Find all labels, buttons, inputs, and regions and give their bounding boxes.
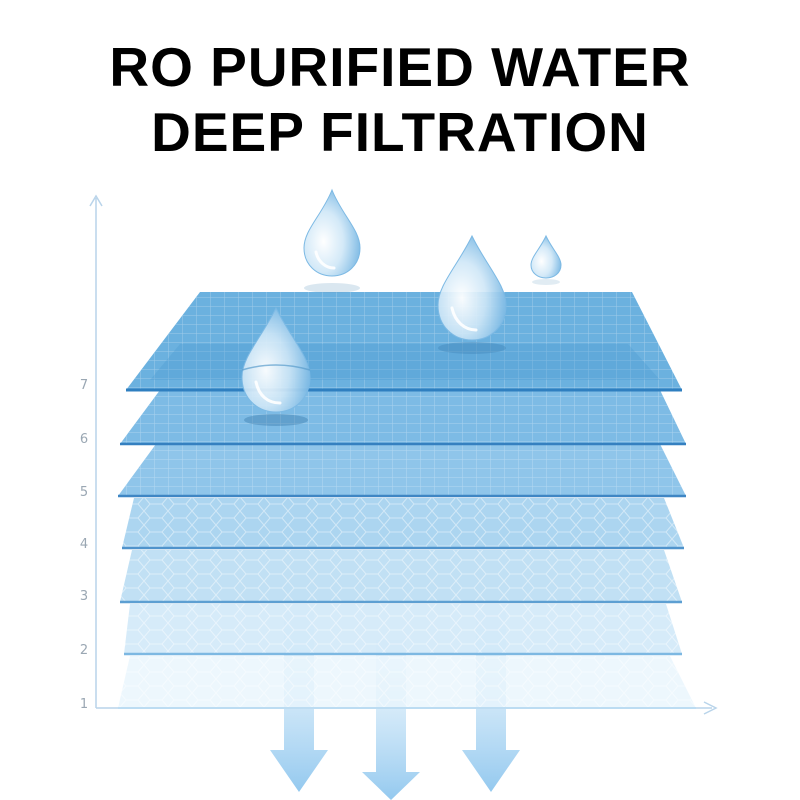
filter-layer-1 — [118, 656, 696, 709]
headline-line-2: DEEP FILTRATION — [151, 101, 649, 163]
filter-layer-7 — [126, 292, 682, 392]
axis-tick-label: 3 — [79, 589, 89, 604]
axis-tick-label: 1 — [79, 697, 89, 712]
axis-tick-label: 2 — [79, 643, 89, 658]
headline-line-1: RO PURIFIED WATER — [109, 36, 691, 98]
filter-layer-6 — [120, 390, 686, 446]
filter-layer-2 — [124, 604, 682, 656]
axis-tick-label: 7 — [79, 378, 89, 393]
water-drop-icon — [437, 234, 507, 354]
filter-layer-4 — [122, 498, 684, 550]
water-drop-icon — [303, 188, 361, 293]
axis-tick-label: 5 — [79, 485, 89, 500]
water-drop-icon — [530, 234, 562, 285]
filter-layer-3 — [120, 550, 682, 604]
filter-layers — [118, 292, 696, 709]
axis-tick-label: 4 — [79, 537, 89, 552]
water-drops — [241, 188, 562, 426]
water-drop-icon — [241, 306, 311, 426]
axis-tick-label: 6 — [79, 432, 89, 447]
filter-layer-5 — [118, 444, 686, 498]
